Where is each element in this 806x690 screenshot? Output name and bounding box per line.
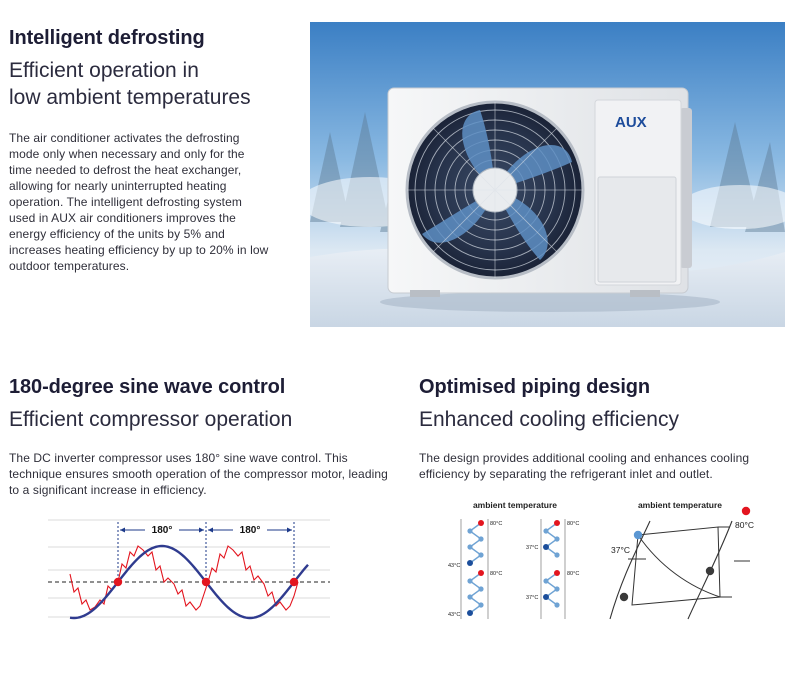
defrosting-section: Intelligent defrosting Efficient operati… xyxy=(9,26,279,274)
outdoor-unit-image: AUX xyxy=(310,22,785,327)
sine-wave-diagram: 180° 180° xyxy=(48,519,330,620)
sine-curve xyxy=(69,544,309,620)
sine-wave-body: The DC inverter compressor uses 180° sin… xyxy=(9,451,388,497)
sine-label-a: 180° xyxy=(152,525,173,536)
piping-cooling-diagram: ambient temperature 80°C 37°C xyxy=(609,500,754,620)
right-label-80c: 80°C xyxy=(735,520,754,530)
aux-logo: AUX xyxy=(615,114,647,131)
defrosting-subtitle-line-2: low ambient temperatures xyxy=(9,86,251,109)
intersection-dot xyxy=(201,577,211,587)
sine-label-b: 180° xyxy=(240,525,261,536)
defrosting-subtitle: Efficient operation in low ambient tempe… xyxy=(9,57,269,111)
right-label-37c: 37°C xyxy=(611,545,630,555)
label-80c: 80°C xyxy=(567,571,579,577)
label-80c: 80°C xyxy=(490,521,502,527)
label-37c: 37°C xyxy=(526,595,538,601)
label-43c: 43°C xyxy=(448,563,460,569)
outdoor-unit-illustration: AUX xyxy=(310,22,785,327)
red-dot xyxy=(741,506,751,516)
dark-dot xyxy=(705,566,715,576)
sine-wave-subtitle: Efficient compressor operation xyxy=(9,408,293,431)
label-80c: 80°C xyxy=(567,521,579,527)
defrosting-subtitle-line-1: Efficient operation in xyxy=(9,59,199,82)
piping-title: Optimised piping design xyxy=(419,376,651,398)
intersection-dot xyxy=(113,577,123,587)
defrosting-title: Intelligent defrosting xyxy=(9,27,205,49)
intersection-dot xyxy=(289,577,299,587)
defrosting-body: The air conditioner activates the defros… xyxy=(9,131,269,273)
piping-body: The design provides additional cooling a… xyxy=(419,451,750,481)
label-43c: 43°C xyxy=(448,612,460,618)
sine-wave-title: 180-degree sine wave control xyxy=(9,376,286,398)
piping-left-heading: ambient temperature xyxy=(473,500,557,510)
label-37c: 37°C xyxy=(526,545,538,551)
piping-right-heading: ambient temperature xyxy=(638,500,722,510)
label-80c: 80°C xyxy=(490,571,502,577)
piping-section: Optimised piping design Enhanced cooling… xyxy=(419,375,799,482)
sine-wave-section: 180-degree sine wave control Efficient c… xyxy=(9,375,389,498)
piping-coil-diagram: ambient temperature 80°C 43°C 80°C 43°C … xyxy=(448,500,579,619)
piping-subtitle: Enhanced cooling efficiency xyxy=(419,408,679,431)
light-blue-dot xyxy=(633,530,643,540)
dark-dot xyxy=(619,592,629,602)
